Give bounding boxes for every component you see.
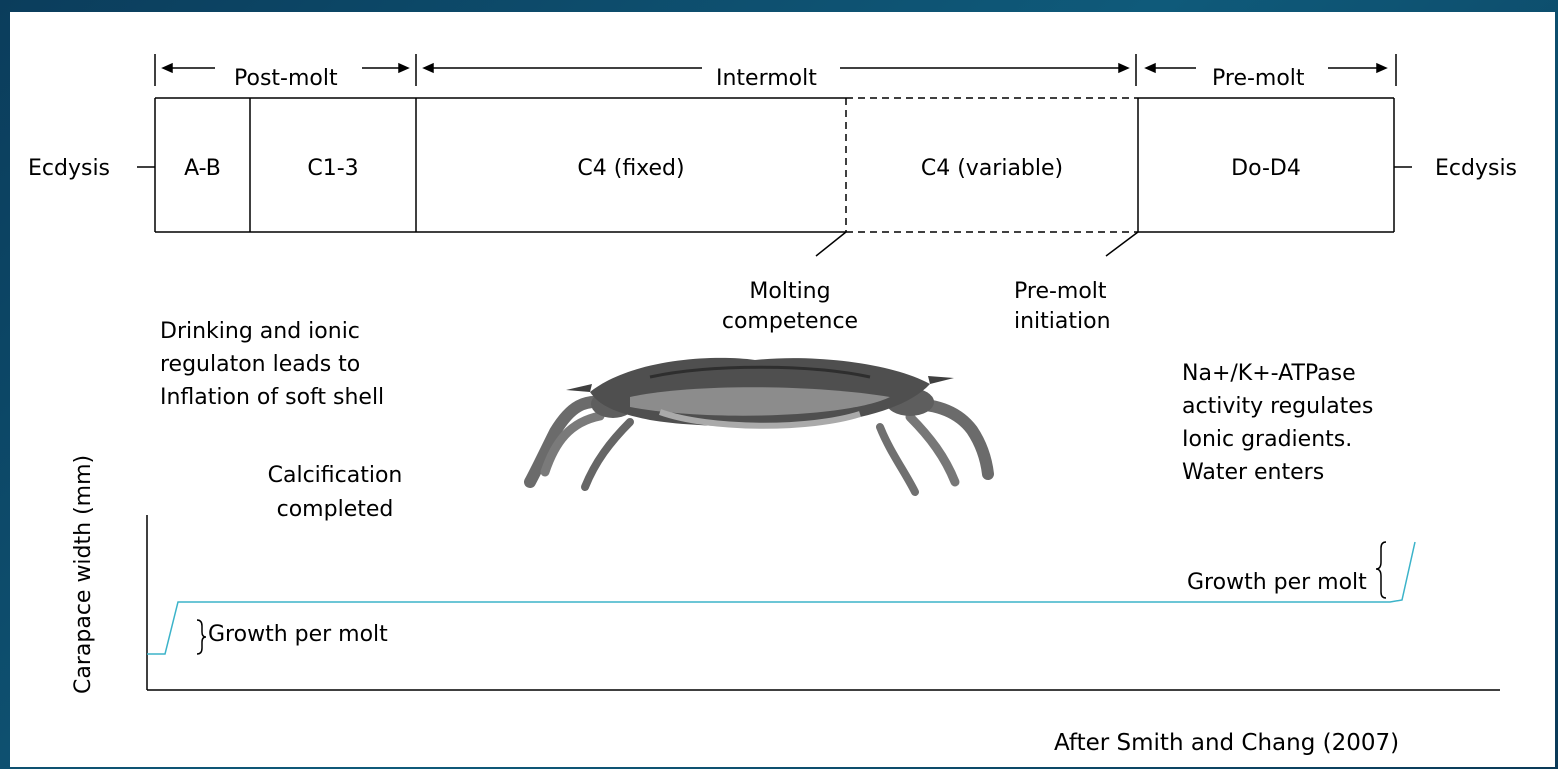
stage-c4-fixed: C4 (fixed) — [416, 154, 846, 184]
y-axis-label: Carapace width (mm) — [69, 494, 99, 694]
premolt-initiation-label: Pre-molt initiation — [1014, 277, 1111, 337]
post-molt-label: Post-molt — [234, 64, 338, 94]
crab-illustration — [530, 358, 988, 492]
intermolt-label: Intermolt — [716, 64, 817, 94]
slide: Post-molt Intermolt Pre-molt Ecdysis Ecd… — [10, 12, 1555, 767]
source-citation: After Smith and Chang (2007) — [1054, 728, 1399, 758]
atpase-note: Na+/K+-ATPase activity regulates Ionic g… — [1182, 357, 1373, 489]
stage-d0-d4: Do-D4 — [1138, 154, 1394, 184]
growth-left-label: Growth per molt — [208, 620, 388, 650]
stage-a-b: A-B — [155, 154, 250, 184]
pre-molt-label: Pre-molt — [1212, 64, 1305, 94]
growth-right-label: Growth per molt — [1187, 568, 1367, 598]
ecdysis-left-label: Ecdysis — [28, 154, 110, 184]
stage-c1-3: C1-3 — [250, 154, 416, 184]
calcification-note: Calcification completed — [235, 459, 435, 527]
molting-competence-label: Molting competence — [700, 277, 880, 337]
drinking-note: Drinking and ionic regulaton leads to In… — [160, 315, 384, 414]
ecdysis-right-label: Ecdysis — [1435, 154, 1517, 184]
left-growth-brace — [197, 620, 206, 654]
stage-c4-variable: C4 (variable) — [846, 154, 1138, 184]
right-growth-brace — [1376, 542, 1386, 598]
